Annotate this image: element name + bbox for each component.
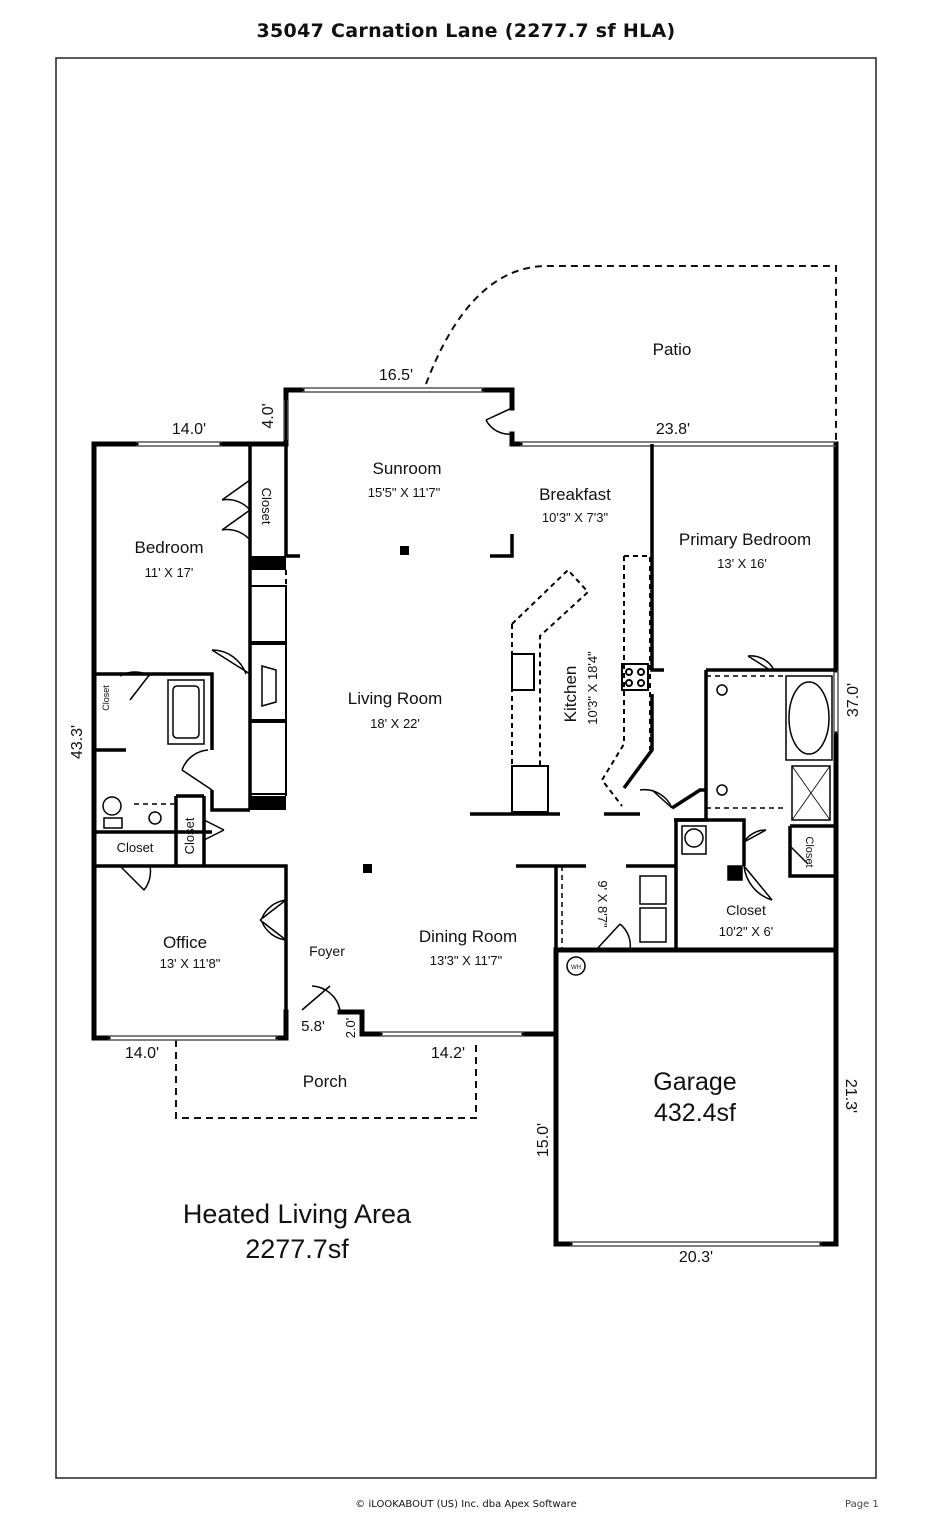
primary-bedroom-label: Primary Bedroom [679, 530, 811, 549]
foyer-label: Foyer [309, 943, 345, 959]
footer-copyright: © iLOOKABOUT (US) Inc. dba Apex Software [355, 1499, 577, 1510]
hla-value: 2277.7sf [245, 1234, 349, 1264]
dim-right-side: 37.0' [845, 683, 862, 717]
garage-area: 432.4sf [654, 1099, 736, 1127]
dim-sunroom-left: 4.0' [260, 403, 277, 428]
office-label: Office [163, 933, 207, 952]
porch-outline [175, 1040, 477, 1119]
hall-closet-small-label: Closet [182, 817, 197, 854]
sunroom-size: 15'5" X 11'7" [368, 485, 441, 500]
column-dining [363, 864, 372, 873]
bedroom-size: 11' X 17' [145, 565, 194, 580]
dim-garage-bottom: 20.3' [679, 1249, 713, 1266]
bedroom-closet-label: Closet [259, 488, 274, 525]
dim-left-side: 43.3' [69, 725, 86, 759]
living-room-size: 18' X 22' [370, 716, 420, 731]
kitchen-counters [511, 555, 651, 814]
dim-sunroom-top: 16.5' [379, 367, 413, 384]
bath-closet-label: Closet [101, 685, 111, 711]
patio-label: Patio [653, 340, 692, 359]
hall-closet-label: Closet [117, 840, 154, 855]
primary-closet-label: Closet [726, 902, 766, 918]
dining-room-label: Dining Room [419, 927, 517, 946]
water-heater-label: WH [571, 965, 581, 971]
dim-office-bottom: 14.0' [125, 1045, 159, 1062]
dim-dining-bottom: 14.2' [431, 1045, 465, 1062]
kitchen-size: 10'3" X 18'4" [585, 651, 600, 725]
kitchen-label: Kitchen [561, 666, 580, 723]
office-size: 13' X 11'8" [160, 956, 221, 971]
patio-outline [425, 265, 837, 442]
garage-label: Garage [653, 1068, 736, 1096]
dimension-labels: 16.5' 4.0' 14.0' 23.8' 43.3' 37.0' 5.8' … [69, 367, 862, 1266]
laundry-size: 9' X 8'7" [595, 880, 610, 928]
page-frame [55, 57, 877, 1479]
primary-bedroom-size: 13' X 16' [717, 556, 767, 571]
dim-garage-left: 15.0' [535, 1123, 552, 1157]
dim-bedroom-top: 14.0' [172, 421, 206, 438]
door-swings [119, 407, 809, 1011]
dim-foyer-width: 5.8' [301, 1018, 325, 1035]
dim-rear-right: 23.8' [656, 421, 690, 438]
bedroom-label: Bedroom [135, 538, 204, 557]
fireplace [249, 556, 287, 810]
footer-page-number: Page 1 [845, 1499, 879, 1510]
primary-bath-closet-label: Closet [803, 836, 815, 867]
page-title: 35047 Carnation Lane (2277.7 sf HLA) [256, 20, 676, 42]
sunroom-label: Sunroom [373, 459, 442, 478]
interior-walls [94, 444, 836, 1010]
breakfast-size: 10'3" X 7'3" [542, 510, 609, 525]
dim-foyer-depth: 2.0' [343, 1018, 358, 1039]
room-labels: Patio Sunroom 15'5" X 11'7" Breakfast 10… [101, 340, 815, 1127]
windows [108, 387, 839, 1247]
living-room-label: Living Room [348, 689, 443, 708]
dim-garage-right: 21.3' [842, 1079, 859, 1113]
hla-label: Heated Living Area [183, 1199, 412, 1229]
bath-fixtures [102, 675, 833, 976]
primary-closet-size: 10'2" X 6' [719, 924, 773, 939]
porch-label: Porch [303, 1072, 347, 1091]
column-sunroom [400, 546, 409, 555]
breakfast-label: Breakfast [539, 485, 611, 504]
dining-room-size: 13'3" X 11'7" [430, 953, 503, 968]
